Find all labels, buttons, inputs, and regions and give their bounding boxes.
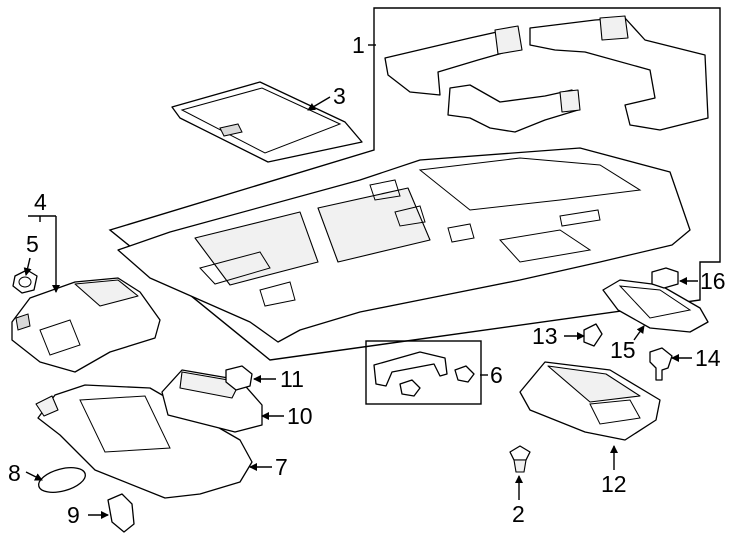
leader-line-4 — [28, 215, 56, 292]
callout-5: 5 — [26, 231, 39, 257]
overhead-console — [11, 277, 161, 373]
reading-lamp — [602, 279, 709, 333]
callout-16: 16 — [700, 268, 726, 294]
callout-6: 6 — [490, 362, 503, 388]
callout-11: 11 — [280, 366, 304, 392]
callout-14: 14 — [695, 345, 721, 371]
assist-grip-box — [365, 340, 482, 405]
leader-line-3 — [307, 96, 331, 111]
leader-line-15 — [633, 325, 645, 341]
callout-7: 7 — [275, 454, 288, 480]
bulb-11 — [225, 365, 253, 391]
fastener-clip-2 — [509, 445, 531, 473]
bulb-16 — [651, 267, 679, 289]
leader-line-5 — [23, 257, 32, 276]
callout-8: 8 — [8, 460, 21, 486]
callout-10: 10 — [287, 403, 313, 429]
callout-4: 4 — [34, 189, 47, 215]
callout-15: 15 — [610, 337, 636, 363]
dome-lamp — [519, 361, 661, 441]
visor-clip-disc — [37, 467, 87, 493]
air-duct-center — [447, 84, 581, 133]
bulb-13 — [583, 323, 603, 347]
sun-visor — [35, 384, 253, 499]
callout-9: 9 — [67, 502, 80, 528]
headliner-body — [117, 147, 691, 343]
socket-14 — [649, 347, 673, 381]
callout-2: 2 — [512, 501, 525, 527]
visor-holder — [107, 493, 135, 533]
air-duct-right — [529, 15, 709, 131]
headliner-group-frame — [108, 7, 721, 361]
clip-5 — [12, 269, 38, 294]
leader-line-8 — [25, 471, 43, 481]
callout-12: 12 — [601, 471, 627, 497]
callout-3: 3 — [333, 83, 346, 109]
assist-grip — [373, 351, 475, 397]
callout-13: 13 — [532, 323, 558, 349]
callout-1: 1 — [352, 32, 365, 58]
air-duct-left — [384, 25, 523, 96]
sunshade-panel — [171, 81, 363, 163]
